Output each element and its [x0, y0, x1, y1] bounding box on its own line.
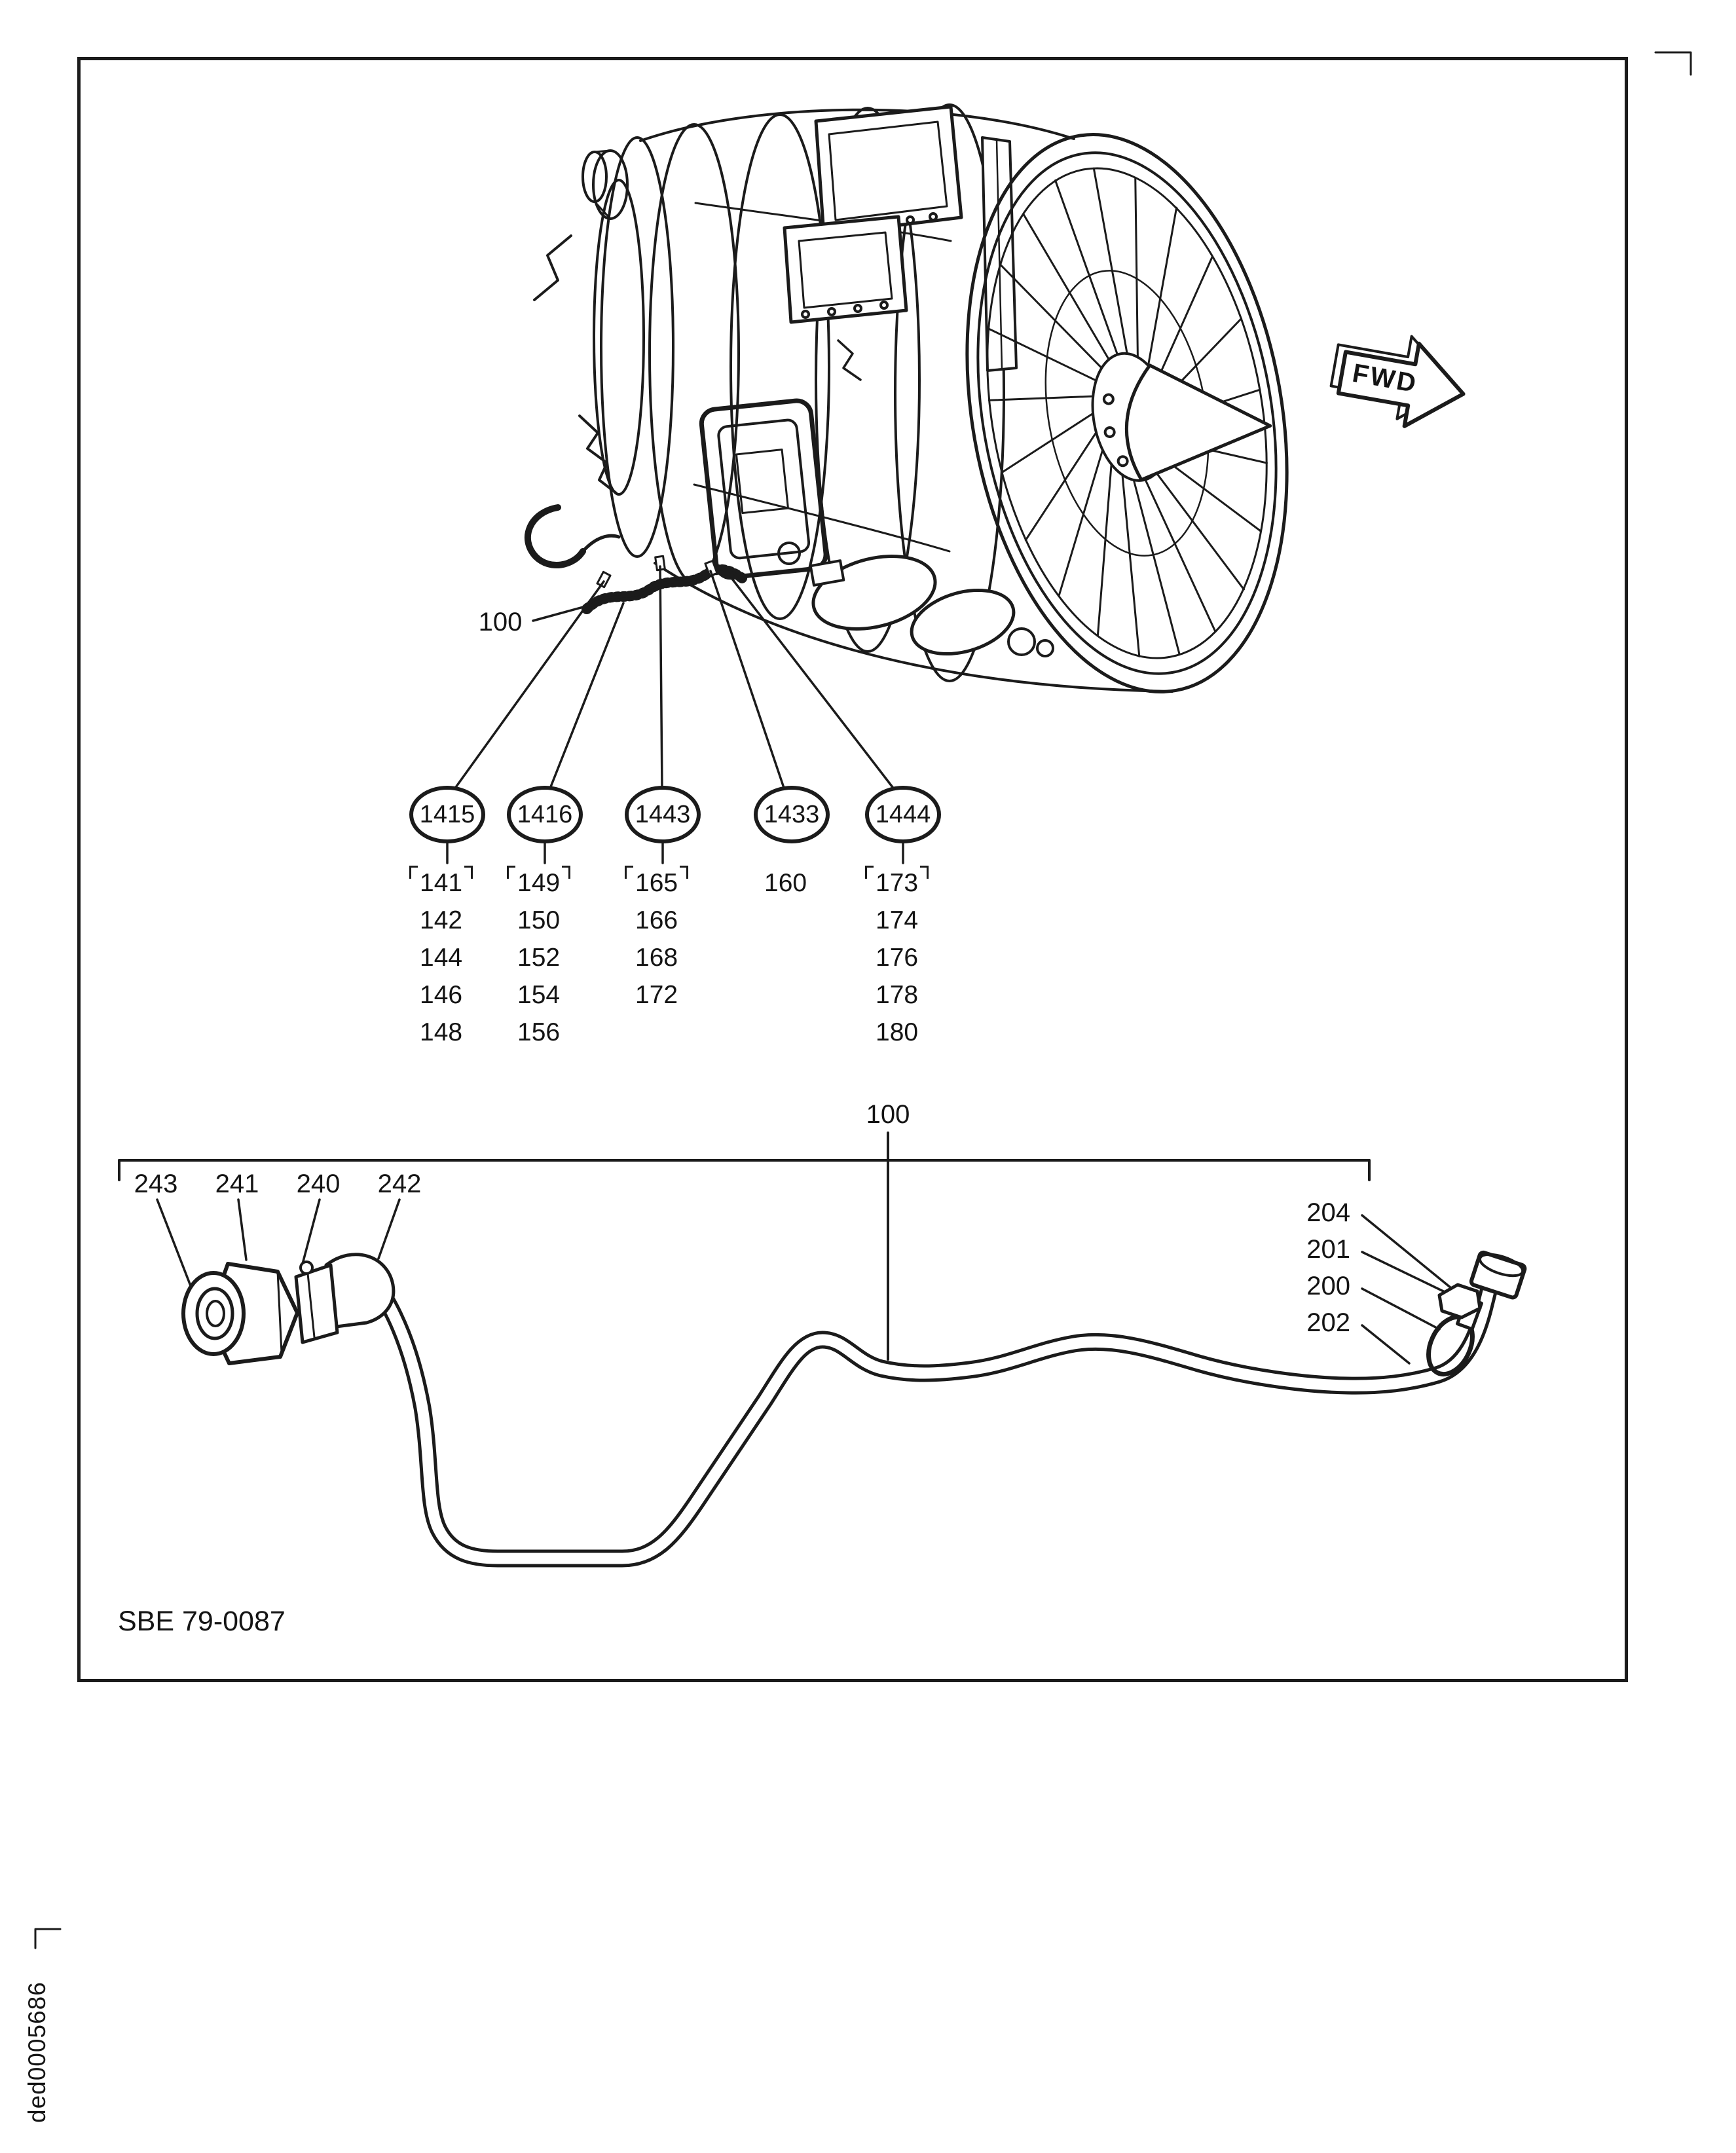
- part-number: 148: [420, 1018, 463, 1046]
- part-number: 142: [420, 906, 463, 934]
- part-number: 173: [864, 864, 929, 902]
- bracket-line: [118, 1132, 1371, 1361]
- part-number: 160: [764, 869, 807, 897]
- part-number: 156: [517, 1018, 561, 1046]
- callout-circle-1433-label: 1433: [764, 801, 820, 828]
- tube-callout-243: 243: [134, 1169, 178, 1198]
- part-list-1415: 141 142 144 146 148: [409, 864, 473, 1051]
- part-number: 165: [624, 864, 689, 902]
- part-number: 166: [635, 906, 678, 934]
- part-number: 176: [876, 944, 919, 972]
- callout-circle-1415-label: 1415: [419, 801, 475, 828]
- tube-callout-200: 200: [1306, 1272, 1350, 1300]
- fwd-arrow: [1329, 335, 1466, 428]
- tube-callout-100: 100: [866, 1100, 910, 1129]
- part-list-1416: 149 150 152 154 156: [506, 864, 571, 1051]
- part-number: 174: [876, 906, 919, 934]
- corner-mark: [1654, 51, 1692, 76]
- part-number: 149: [506, 864, 571, 902]
- spinner-cone: [1124, 363, 1272, 482]
- tube-callout-240: 240: [296, 1169, 341, 1198]
- part-number: 146: [420, 981, 463, 1009]
- engine-callout-100: 100: [478, 608, 523, 636]
- part-number: 141: [409, 864, 473, 902]
- part-number: 168: [635, 944, 678, 972]
- fan: [965, 133, 1289, 693]
- part-list-1444: 173 174 176 178 180: [864, 864, 929, 1051]
- part-number: 150: [517, 906, 561, 934]
- callout-circle-1443-label: 1443: [635, 801, 691, 828]
- callout-leader-lines: [446, 565, 904, 864]
- tube-callout-202: 202: [1306, 1308, 1350, 1337]
- part-number: 178: [876, 981, 919, 1009]
- fan-blades: [987, 167, 1268, 657]
- part-number: 152: [517, 944, 561, 972]
- figure-border: [77, 57, 1628, 1682]
- part-number: 144: [420, 944, 463, 972]
- right-fitting: [1426, 1250, 1527, 1377]
- accessory-gearbox: [777, 542, 1054, 657]
- part-number: 180: [876, 1018, 919, 1046]
- doc-corner-mark: [34, 1928, 62, 1949]
- mid-frame: [699, 398, 828, 580]
- part-number: 154: [517, 981, 561, 1009]
- callout-circle-1433: 1433: [754, 786, 830, 843]
- tube-assembly-illustration: [118, 1132, 1527, 1568]
- callout-circle-1416: 1416: [507, 786, 583, 843]
- callout-circle-1443: 1443: [625, 786, 701, 843]
- callout-circle-1444-label: 1444: [875, 801, 931, 828]
- wire-harness: [582, 555, 748, 614]
- document-id: ded0005686: [24, 1981, 50, 2123]
- engine-illustration: [524, 103, 1289, 693]
- callout-circle-1416-label: 1416: [517, 801, 573, 828]
- tube-callout-241: 241: [215, 1169, 259, 1198]
- figure-reference: SBE 79-0087: [118, 1606, 286, 1637]
- tube-callout-242: 242: [377, 1169, 422, 1198]
- callout-circle-1415: 1415: [409, 786, 485, 843]
- callout-circle-1444: 1444: [865, 786, 941, 843]
- left-fitting: [181, 1253, 396, 1365]
- part-number: 172: [635, 981, 678, 1009]
- part-list-1433: 160: [764, 864, 807, 902]
- tube-callout-204: 204: [1306, 1198, 1350, 1227]
- tube-callout-201: 201: [1306, 1235, 1350, 1264]
- part-list-1443: 165 166 168 172: [624, 864, 689, 1014]
